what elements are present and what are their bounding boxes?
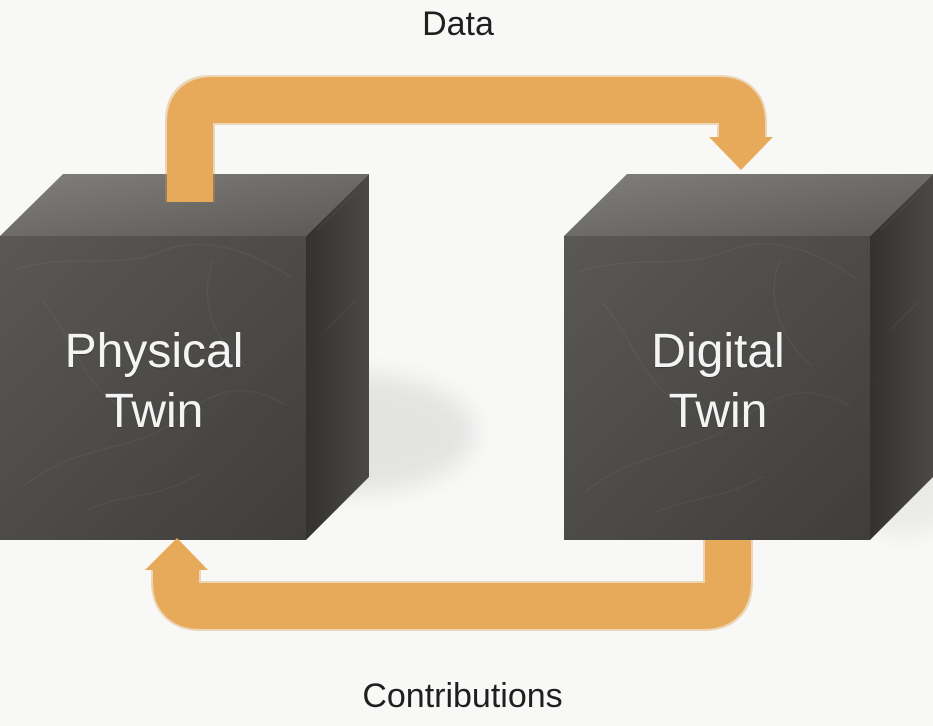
digital-twin-label: Digital Twin	[573, 322, 863, 442]
physical-twin-cube	[0, 174, 369, 540]
physical-cube-side-face	[306, 174, 369, 540]
physical-twin-label: Physical Twin	[9, 322, 299, 442]
bottom-arrow-head	[145, 538, 208, 570]
physical-cube-top-face	[0, 174, 369, 236]
top-arrow-body	[167, 77, 765, 202]
physical-twin-label-line-2: Twin	[104, 385, 204, 438]
digital-twin-label-line-2: Twin	[668, 385, 768, 438]
digital-cube-front-face	[564, 236, 870, 540]
physical-twin-label-line-1: Physical	[64, 325, 244, 378]
top-arrow-head	[709, 137, 773, 170]
digital-cube-top-face	[564, 174, 933, 236]
digital-twin-label-line-1: Digital	[651, 325, 785, 378]
data-flow-label: Data	[422, 5, 494, 43]
top-data-arrow	[165, 75, 773, 202]
digital-cube-side-face	[870, 174, 933, 540]
digital-twin-cube	[564, 174, 933, 540]
physical-cube-front-face	[0, 236, 306, 540]
bottom-arrow-body	[153, 540, 751, 629]
physical-cube-texture	[14, 191, 357, 511]
digital-cube-texture	[578, 191, 921, 514]
bottom-contributions-arrow	[145, 538, 753, 631]
contributions-flow-label: Contributions	[362, 677, 563, 715]
